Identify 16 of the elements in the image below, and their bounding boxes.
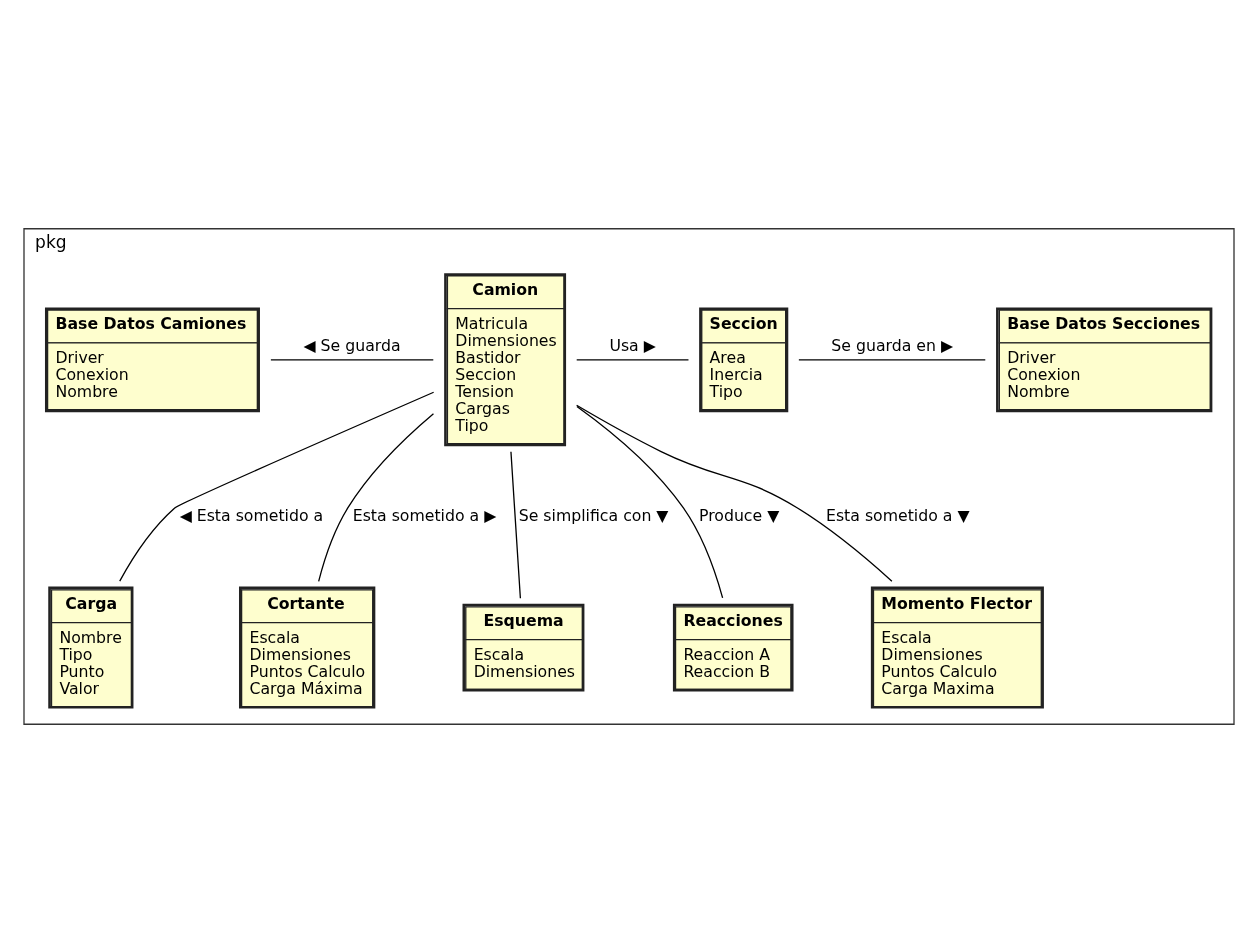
edge-label: ◀ Esta sometido a xyxy=(179,505,324,525)
edge-label: Esta sometido a ▼ xyxy=(825,505,970,525)
edge-label: Se simplifica con ▼ xyxy=(518,505,669,525)
connector xyxy=(798,358,986,360)
connector xyxy=(270,358,434,360)
connector xyxy=(119,391,435,582)
edge-label: Produce ▼ xyxy=(698,505,780,525)
edge-label: Usa ▶ xyxy=(609,335,656,355)
connector xyxy=(576,404,893,582)
connector xyxy=(510,450,522,599)
edge-label: Esta sometido a ▶ xyxy=(352,505,497,525)
connector xyxy=(576,358,690,360)
edge-label: ◀ Se guarda xyxy=(303,335,401,355)
edge-label: Se guarda en ▶ xyxy=(831,335,954,355)
connector xyxy=(318,412,435,582)
connector xyxy=(576,405,724,598)
